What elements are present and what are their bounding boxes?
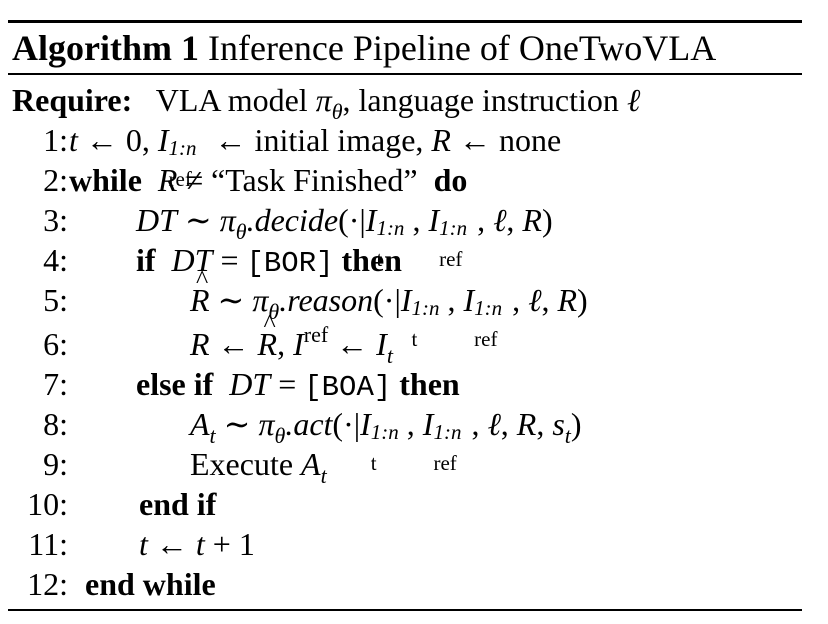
execute-text: Execute bbox=[190, 446, 294, 482]
line-number: 2: bbox=[43, 162, 68, 198]
line-code: while R ≠ “Task Finished” do bbox=[69, 162, 468, 198]
line-number: 9: bbox=[43, 446, 68, 482]
algorithm-line-9: 9: Execute At bbox=[12, 444, 812, 488]
algorithm-caption: Algorithm 1 Inference Pipeline of OneTwo… bbox=[12, 26, 716, 70]
boa-token: [BOA] bbox=[304, 371, 392, 404]
require-label: Require: bbox=[12, 82, 133, 118]
bor-token: [BOR] bbox=[246, 247, 334, 280]
policy-symbol: πθ bbox=[315, 82, 343, 124]
line-number: 8: bbox=[43, 406, 68, 442]
task-finished-text: “Task Finished” bbox=[211, 162, 418, 198]
require-line: Require: VLA model πθ, language instruct… bbox=[12, 80, 641, 124]
line-number: 1: bbox=[43, 122, 68, 158]
bottom-rule bbox=[8, 609, 802, 611]
line-code: end while bbox=[85, 564, 216, 604]
line-code: else if DT = [BOA] then bbox=[136, 366, 460, 404]
keyword-while: while bbox=[69, 162, 142, 198]
line-number: 4: bbox=[43, 242, 68, 278]
algorithm-line-6: 6: R ← R,Iref ← It bbox=[12, 304, 812, 368]
act-fn: act bbox=[293, 406, 333, 442]
algorithm-line-4: 4: if DT = [BOR] then bbox=[12, 240, 812, 280]
line-code: end if bbox=[139, 484, 216, 524]
line-code: R ← R,Iref ← It bbox=[190, 304, 393, 368]
line-code: Execute At bbox=[190, 446, 327, 488]
algorithm-line-12: 12: end while bbox=[12, 564, 812, 604]
none-text: none bbox=[498, 122, 562, 158]
line-code: t ← t + 1 bbox=[139, 526, 255, 562]
algorithm-line-7: 7: else if DT = [BOA] then bbox=[12, 364, 812, 404]
line-number: 3: bbox=[43, 202, 68, 238]
line-number: 11: bbox=[28, 526, 68, 562]
keyword-end-while: end while bbox=[85, 566, 216, 602]
keyword-else-if: else if bbox=[136, 366, 214, 402]
algorithm-tag: Algorithm 1 bbox=[12, 28, 199, 68]
caption-rule bbox=[8, 73, 802, 75]
line-number: 7: bbox=[43, 366, 68, 402]
line-number: 5: bbox=[43, 282, 68, 318]
keyword-then: then bbox=[341, 242, 402, 278]
decide-fn: decide bbox=[254, 202, 339, 238]
algorithm-line-2: 2: while R ≠ “Task Finished” do bbox=[12, 160, 812, 200]
line-code: if DT = [BOR] then bbox=[136, 242, 402, 280]
initial-image-text: initial image bbox=[254, 122, 416, 158]
line-number: 6: bbox=[43, 326, 68, 362]
keyword-do: do bbox=[433, 162, 468, 198]
require-sep-text: , language instruction bbox=[342, 82, 619, 118]
line-number: 10: bbox=[27, 486, 68, 522]
top-rule bbox=[8, 20, 802, 23]
instruction-symbol: ℓ bbox=[626, 82, 641, 118]
algorithm-line-10: 10: end if bbox=[12, 484, 812, 524]
line-number: 12: bbox=[27, 566, 68, 602]
algorithm-title: Inference Pipeline of OneTwoVLA bbox=[207, 28, 717, 68]
require-model-text: VLA model bbox=[155, 82, 308, 118]
algorithm-line-11: 11: t ← t + 1 bbox=[12, 524, 812, 564]
keyword-end-if: end if bbox=[139, 486, 217, 522]
reason-fn: reason bbox=[287, 282, 374, 318]
keyword-if: if bbox=[136, 242, 156, 278]
keyword-then: then bbox=[399, 366, 460, 402]
